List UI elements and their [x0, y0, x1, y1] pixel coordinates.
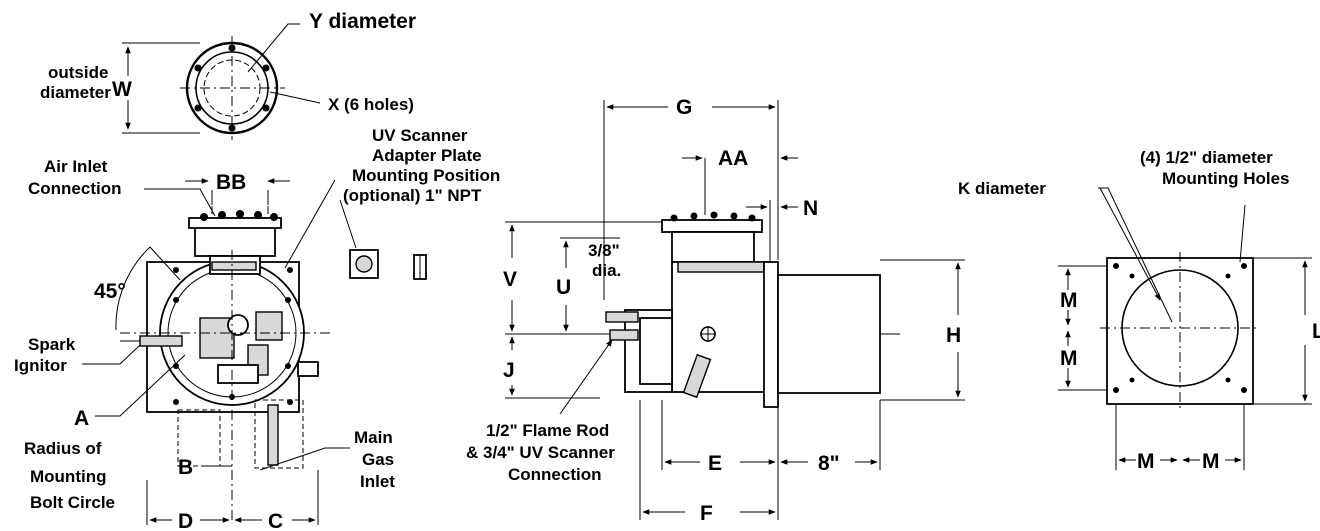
diameter-label: diameter — [40, 83, 111, 102]
uv-scanner-label-3: Mounting Position — [352, 166, 500, 185]
u-label: U — [556, 276, 571, 299]
eight-inch-label: 8" — [818, 452, 840, 475]
g-label: G — [676, 96, 692, 119]
n-label: N — [803, 197, 818, 220]
burner-front-view — [82, 178, 427, 525]
j-label: J — [503, 359, 515, 382]
main-gas-label-1: Main — [354, 428, 393, 447]
spark-label-2: Ignitor — [14, 356, 67, 375]
flame-rod-label-1: 1/2" Flame Rod — [486, 421, 609, 440]
dia-label-1: 3/8" — [588, 241, 620, 260]
mounting-holes-label-1: (4) 1/2" diameter — [1140, 148, 1273, 167]
radius-label-2: Mounting — [30, 467, 106, 486]
f-label: F — [700, 502, 713, 525]
radius-label-3: Bolt Circle — [30, 493, 115, 512]
spark-label-1: Spark — [28, 335, 76, 354]
mounting-plate-view — [1058, 187, 1312, 470]
mounting-holes-label-2: Mounting Holes — [1162, 169, 1289, 188]
l-label: L — [1312, 320, 1320, 343]
air-inlet-label-2: Connection — [28, 179, 122, 198]
burner-side-view — [505, 100, 965, 520]
outside-label: outside — [48, 63, 108, 82]
uv-scanner-label-1: UV Scanner — [372, 126, 468, 145]
y-diameter-label: Y diameter — [309, 10, 416, 33]
angle-45-label: 45° — [94, 280, 126, 303]
m-label-1: M — [1060, 289, 1078, 312]
radius-label-1: Radius of — [24, 439, 102, 458]
main-gas-label-2: Gas — [362, 450, 394, 469]
flange-top-view — [122, 23, 321, 140]
m-label-4: M — [1202, 450, 1220, 473]
aa-label: AA — [718, 147, 748, 170]
d-label: D — [178, 510, 193, 531]
m-label-3: M — [1137, 450, 1155, 473]
flame-rod-label-3: Connection — [508, 465, 602, 484]
main-gas-label-3: Inlet — [360, 472, 395, 491]
bb-label: BB — [216, 171, 246, 194]
v-label: V — [503, 268, 517, 291]
m-label-2: M — [1060, 347, 1078, 370]
e-label: E — [708, 452, 722, 475]
uv-scanner-label-2: Adapter Plate — [372, 146, 482, 165]
x-holes-label: X (6 holes) — [328, 95, 414, 114]
b-label: B — [178, 456, 193, 479]
dia-label-2: dia. — [592, 261, 621, 280]
h-label: H — [946, 324, 961, 347]
flame-rod-label-2: & 3/4" UV Scanner — [466, 443, 615, 462]
uv-scanner-label-4: (optional) 1" NPT — [343, 186, 482, 205]
c-label: C — [268, 510, 283, 531]
air-inlet-label-1: Air Inlet — [44, 157, 108, 176]
a-label: A — [74, 407, 89, 430]
w-label: W — [112, 78, 132, 101]
k-diameter-label: K diameter — [958, 179, 1046, 198]
